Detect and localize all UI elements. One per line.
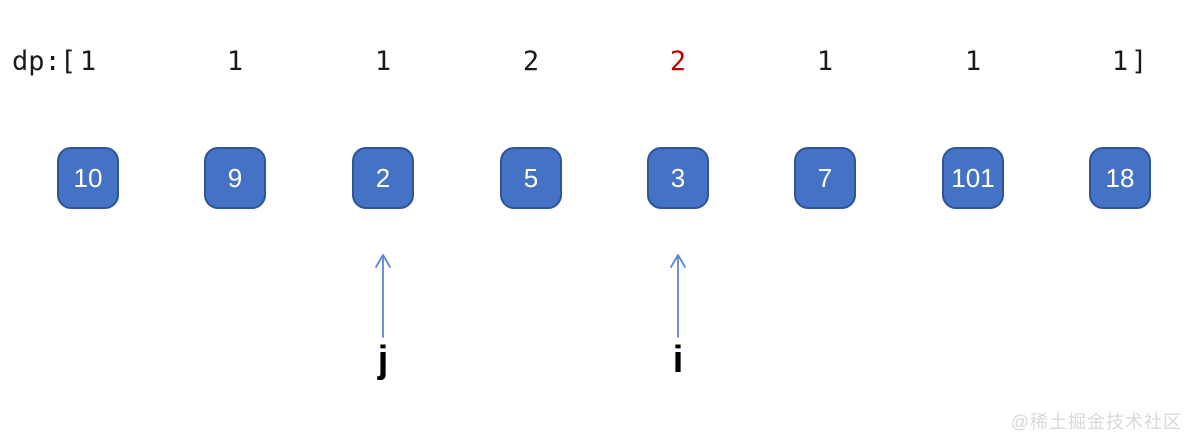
array-box-value: 5 [523, 162, 539, 193]
dp-value-2: 1 [374, 46, 392, 77]
watermark: @稀土掘金技术社区 [1010, 412, 1182, 432]
array-box-3: 5 [500, 147, 562, 209]
dp-value-7: 1 [1111, 46, 1129, 77]
dp-close-bracket: ] [1131, 46, 1148, 77]
dp-value-5: 1 [816, 46, 834, 77]
array-box-value: 3 [670, 162, 686, 193]
dp-value-1: 1 [226, 46, 244, 77]
up-arrow-j-icon [371, 250, 395, 340]
dp-label: dp: [12, 46, 61, 77]
array-box-4: 3 [647, 147, 709, 209]
dp-value-0: 1 [79, 46, 97, 77]
array-box-6: 101 [942, 147, 1004, 209]
array-box-value: 18 [1105, 162, 1135, 193]
array-box-0: 10 [57, 147, 119, 209]
array-box-7: 18 [1089, 147, 1151, 209]
dp-open-bracket: [ [60, 46, 77, 77]
dp-value-6: 1 [964, 46, 982, 77]
array-box-value: 101 [951, 162, 995, 193]
pointer-label-j: j [377, 339, 389, 381]
array-box-5: 7 [794, 147, 856, 209]
pointer-label-i: i [672, 339, 684, 381]
array-box-value: 2 [375, 162, 391, 193]
array-box-value: 10 [73, 162, 103, 193]
dp-value-4-highlighted: 2 [669, 46, 687, 77]
array-box-2: 2 [352, 147, 414, 209]
up-arrow-i-icon [666, 250, 690, 340]
array-box-value: 9 [227, 162, 243, 193]
dp-value-3: 2 [522, 46, 540, 77]
array-box-value: 7 [817, 162, 833, 193]
array-box-1: 9 [204, 147, 266, 209]
